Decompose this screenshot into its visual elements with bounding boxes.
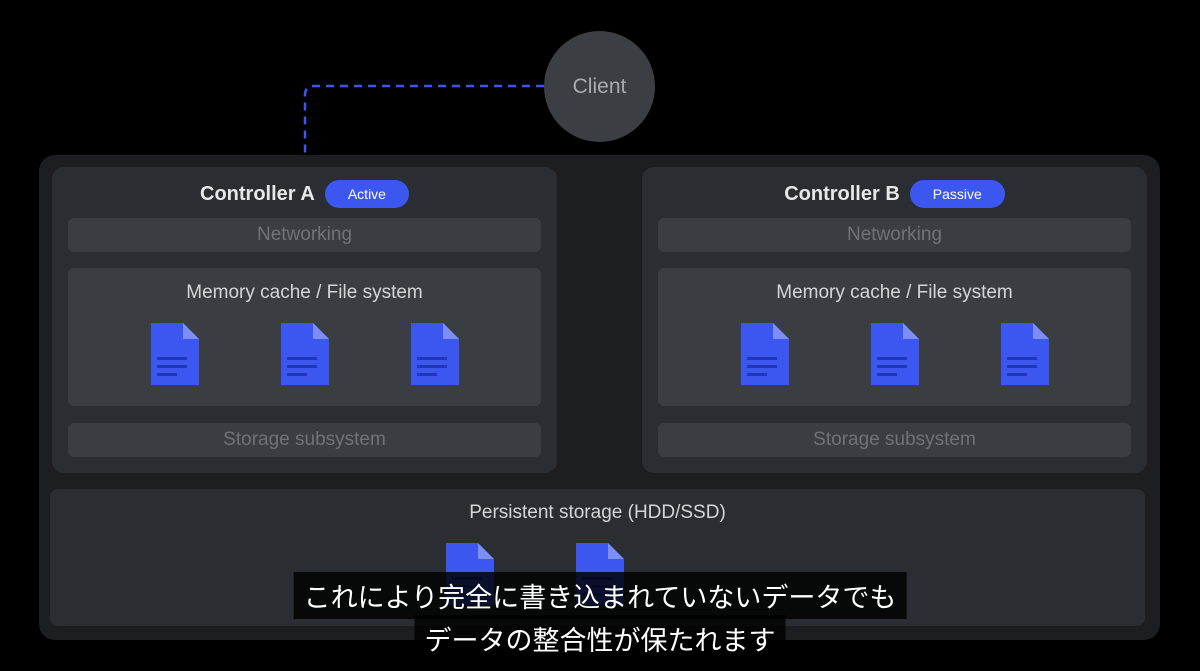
controller-a-header: Controller A Active: [52, 179, 557, 209]
controller-a-storage-label: Storage subsystem: [223, 429, 386, 450]
controller-b-storage-label: Storage subsystem: [813, 429, 976, 450]
document-icon: [871, 323, 919, 385]
controller-a-title: Controller A: [200, 182, 315, 205]
controller-b-header: Controller B Passive: [642, 179, 1147, 209]
document-icon: [411, 323, 459, 385]
document-icon: [151, 323, 199, 385]
controller-a-storage-subsystem: Storage subsystem: [68, 423, 541, 457]
controller-b-memory-title: Memory cache / File system: [776, 282, 1013, 303]
controller-a-networking-label: Networking: [256, 224, 353, 245]
controller-b-panel: Controller B Passive Networking Memory c…: [642, 167, 1147, 473]
subtitle-line-1: これにより完全に書き込まれていないデータでも: [293, 572, 907, 619]
controller-b-storage-subsystem: Storage subsystem: [658, 423, 1131, 457]
controller-b-status-badge: Passive: [909, 180, 1005, 208]
controller-a-memory-cache: Memory cache / File system: [68, 268, 541, 406]
subtitle-line-2: データの整合性が保たれます: [414, 615, 786, 662]
document-icon: [1001, 323, 1049, 385]
controller-a-networking: Networking: [68, 218, 541, 252]
document-icon: [281, 323, 329, 385]
controller-a-status-badge: Active: [324, 180, 409, 208]
controller-b-networking: Networking: [658, 218, 1131, 252]
controller-b-memory-cache: Memory cache / File system: [658, 268, 1131, 406]
controller-b-title: Controller B: [784, 182, 900, 205]
controller-a-memory-title: Memory cache / File system: [186, 282, 423, 303]
controller-a-panel: Controller A Active Networking Memory ca…: [52, 167, 557, 473]
persistent-storage-title: Persistent storage (HDD/SSD): [469, 502, 726, 523]
controller-b-networking-label: Networking: [846, 224, 943, 245]
client-node: Client: [544, 31, 655, 142]
document-icon: [741, 323, 789, 385]
client-label: Client: [572, 74, 627, 98]
